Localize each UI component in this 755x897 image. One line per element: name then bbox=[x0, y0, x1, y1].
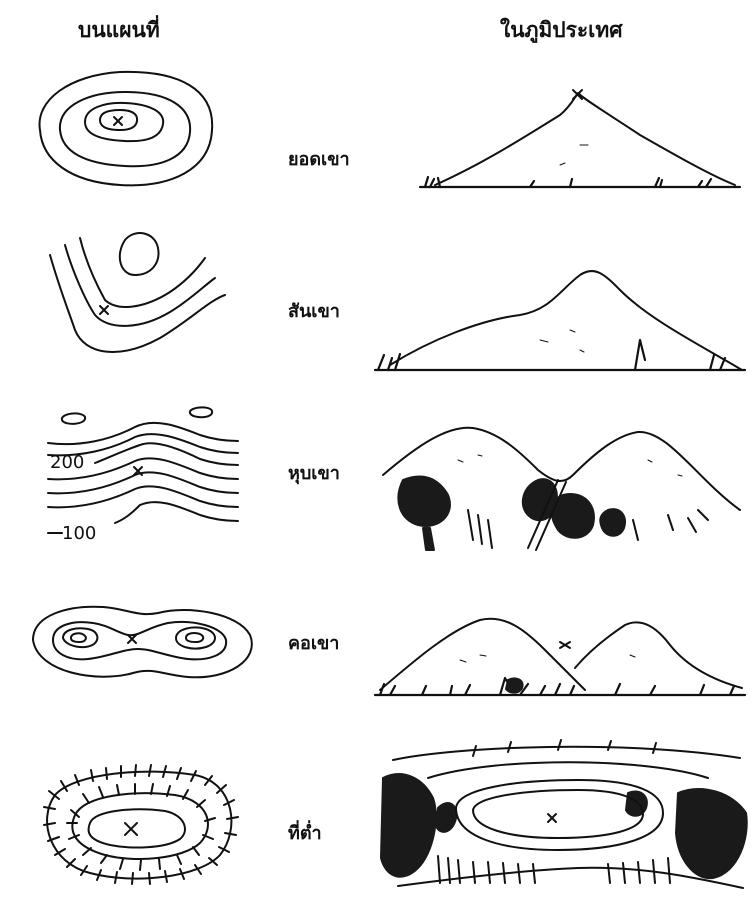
valley-terrain-sketch bbox=[378, 420, 748, 560]
peak-contour-map bbox=[30, 60, 220, 200]
label-depression: ที่ต่ำ bbox=[288, 818, 322, 847]
contour-label-200: 200 bbox=[50, 452, 84, 473]
ridge-contour-map bbox=[40, 220, 230, 370]
label-valley: หุบเขา bbox=[288, 458, 340, 487]
valley-contour-map: 200 100 bbox=[40, 395, 250, 555]
peak-terrain-sketch bbox=[410, 85, 745, 195]
label-ridge: สันเขา bbox=[288, 296, 340, 325]
contour-label-100: 100 bbox=[62, 523, 96, 544]
saddle-contour-map bbox=[28, 595, 258, 695]
depression-contour-map bbox=[35, 755, 240, 890]
ground-view-header: ในภูมิประเทศ bbox=[500, 14, 623, 47]
ridge-terrain-sketch bbox=[370, 260, 750, 380]
label-peak: ยอดเขา bbox=[288, 144, 350, 173]
saddle-terrain-sketch bbox=[370, 600, 750, 710]
map-view-header: บนแผนที่ bbox=[78, 14, 160, 47]
label-saddle: คอเขา bbox=[288, 628, 339, 657]
depression-terrain-sketch bbox=[378, 738, 750, 893]
